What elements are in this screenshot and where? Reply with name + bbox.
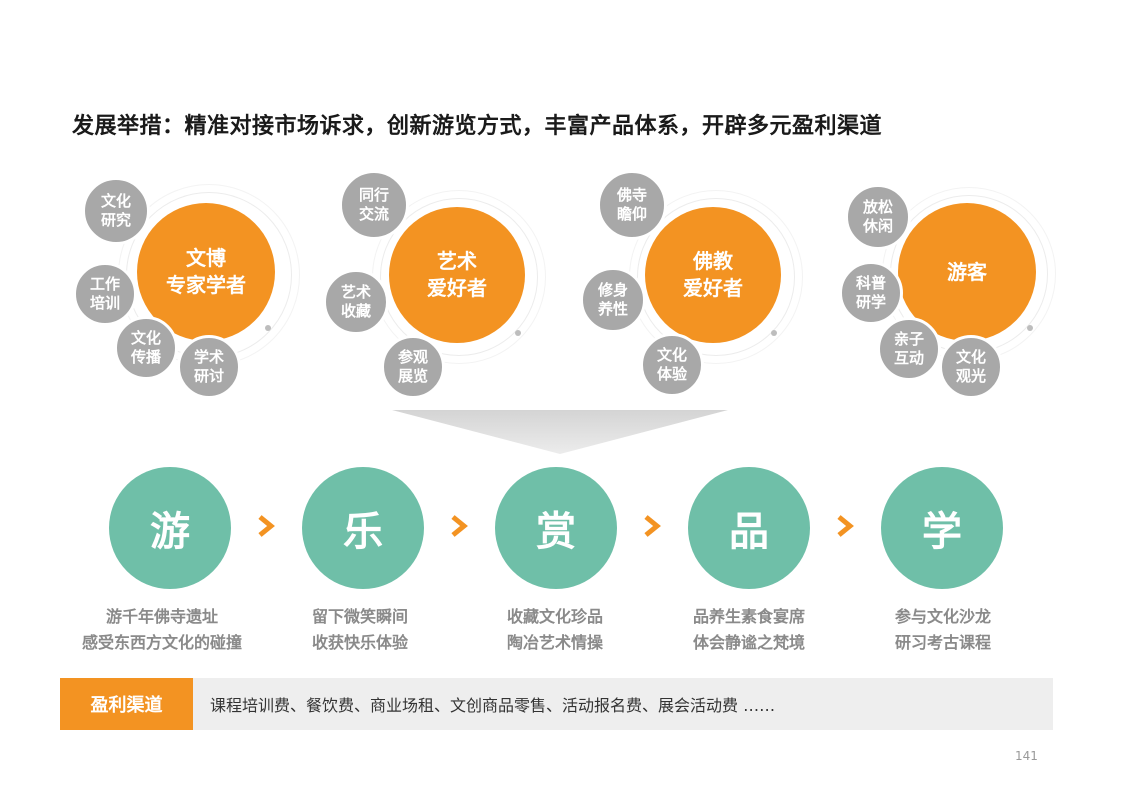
need-circle: 同行 交流	[339, 170, 409, 240]
audience-main-line: 爱好者	[683, 276, 743, 300]
need-line: 文化	[955, 348, 986, 367]
stage-circle-le: 乐	[302, 467, 424, 589]
need-line: 亲子	[893, 330, 924, 349]
need-line: 休闲	[862, 217, 893, 235]
need-line: 传播	[130, 348, 161, 366]
chevron-right-icon	[451, 515, 468, 537]
need-circle: 放松 休闲	[845, 184, 911, 250]
need-line: 修身	[597, 281, 628, 300]
stage-description-line: 留下微笑瞬间	[311, 607, 408, 626]
revenue-channels-bar: 盈利渠道 课程培训费、餐饮费、商业场租、文创商品零售、活动报名费、展会活动费 ……	[60, 678, 1053, 730]
stage-circle-you: 游	[109, 467, 231, 589]
audience-group-tourists: 游客 放松 休闲 科普 研学 亲子 互动 文化 观光	[835, 165, 1065, 405]
need-circle: 科普 研学	[839, 261, 903, 325]
need-circle: 佛寺 瞻仰	[597, 170, 667, 240]
audience-group-scholars: 文博 专家学者 文化 研究 工作 培训 文化 传播 学术 研讨	[73, 165, 305, 405]
need-circle: 学术 研讨	[177, 335, 241, 399]
audience-main-circle: 艺术 爱好者	[389, 207, 525, 343]
decor-dot	[1027, 325, 1033, 331]
stage-description-line: 收藏文化珍品	[506, 607, 603, 626]
stage-description: 游千年佛寺遗址 感受东西方文化的碰撞	[42, 604, 282, 657]
audience-main-line: 艺术	[437, 249, 477, 273]
audience-main-circle: 佛教 爱好者	[645, 207, 781, 343]
page-title: 发展举措：精准对接市场诉求，创新游览方式，丰富产品体系，开辟多元盈利渠道	[72, 114, 883, 139]
need-circle: 文化 传播	[114, 316, 178, 380]
need-line: 艺术	[340, 283, 371, 302]
stage-description: 品养生素食宴席 体会静谧之梵境	[629, 604, 869, 657]
stage-description-line: 品养生素食宴席	[692, 607, 805, 626]
stage-description-line: 参与文化沙龙	[894, 607, 991, 626]
stage-circle-shang: 赏	[495, 467, 617, 589]
decor-dot	[771, 330, 777, 336]
need-line: 研究	[100, 211, 131, 229]
page-number: 141	[1015, 749, 1038, 763]
stage-description-line: 陶冶艺术情操	[506, 633, 603, 653]
funnel-triangle	[392, 410, 728, 454]
need-circle: 修身 养性	[580, 267, 646, 333]
need-circle: 文化 观光	[939, 335, 1003, 399]
need-line: 体验	[656, 365, 687, 383]
need-line: 培训	[89, 294, 120, 312]
need-line: 展览	[397, 367, 428, 385]
need-circle: 参观 展览	[381, 335, 445, 399]
audience-group-buddhism: 佛教 爱好者 佛寺 瞻仰 修身 养性 文化 体验	[580, 165, 810, 405]
need-line: 学术	[193, 348, 224, 367]
need-circle: 亲子 互动	[877, 317, 941, 381]
need-line: 互动	[893, 349, 924, 367]
audience-main-circle: 文博 专家学者	[137, 203, 275, 341]
need-line: 观光	[955, 367, 986, 385]
need-circle: 文化 研究	[82, 177, 150, 245]
need-line: 放松	[862, 198, 893, 217]
need-line: 瞻仰	[616, 205, 647, 223]
need-circle: 文化 体验	[640, 333, 704, 397]
stage-description-line: 游千年佛寺遗址	[105, 607, 218, 626]
need-line: 收藏	[340, 302, 371, 320]
need-line: 工作	[89, 275, 120, 294]
audience-main-line: 游客	[947, 259, 987, 284]
audience-main-circle: 游客	[898, 203, 1036, 341]
stage-circle-pin: 品	[688, 467, 810, 589]
chevron-right-icon	[258, 515, 275, 537]
decor-dot	[515, 330, 521, 336]
need-line: 佛寺	[616, 186, 647, 205]
chevron-right-icon	[644, 515, 661, 537]
audience-main-line: 爱好者	[427, 276, 487, 300]
audience-main-line: 佛教	[693, 249, 733, 273]
stage-description: 参与文化沙龙 研习考古课程	[823, 604, 1063, 657]
stage-description: 收藏文化珍品 陶冶艺术情操	[435, 604, 675, 657]
need-circle: 艺术 收藏	[323, 269, 389, 335]
need-line: 参观	[397, 348, 428, 367]
chevron-right-icon	[837, 515, 854, 537]
need-line: 文化	[656, 346, 687, 365]
need-line: 科普	[855, 274, 886, 293]
stage-description-line: 收获快乐体验	[311, 633, 408, 653]
need-circle: 工作 培训	[73, 262, 137, 326]
stage-description-line: 体会静谧之梵境	[692, 633, 805, 653]
stage-circle-xue: 学	[881, 467, 1003, 589]
stage-description: 留下微笑瞬间 收获快乐体验	[240, 604, 480, 657]
revenue-channels-label: 盈利渠道	[60, 678, 193, 730]
need-line: 研学	[855, 293, 886, 311]
stage-description-line: 研习考古课程	[894, 633, 991, 653]
need-line: 文化	[100, 192, 131, 211]
need-line: 养性	[597, 300, 628, 318]
need-line: 交流	[358, 205, 389, 223]
stage-description-line: 感受东西方文化的碰撞	[81, 633, 242, 653]
audience-group-art: 艺术 爱好者 同行 交流 艺术 收藏 参观 展览	[323, 165, 555, 405]
need-line: 研讨	[193, 367, 224, 385]
revenue-channels-text: 课程培训费、餐饮费、商业场租、文创商品零售、活动报名费、展会活动费 ……	[210, 696, 776, 715]
need-line: 文化	[130, 329, 161, 348]
decor-dot	[265, 325, 271, 331]
audience-main-line: 文博	[186, 246, 226, 270]
need-line: 同行	[358, 186, 389, 205]
audience-main-line: 专家学者	[166, 273, 246, 297]
